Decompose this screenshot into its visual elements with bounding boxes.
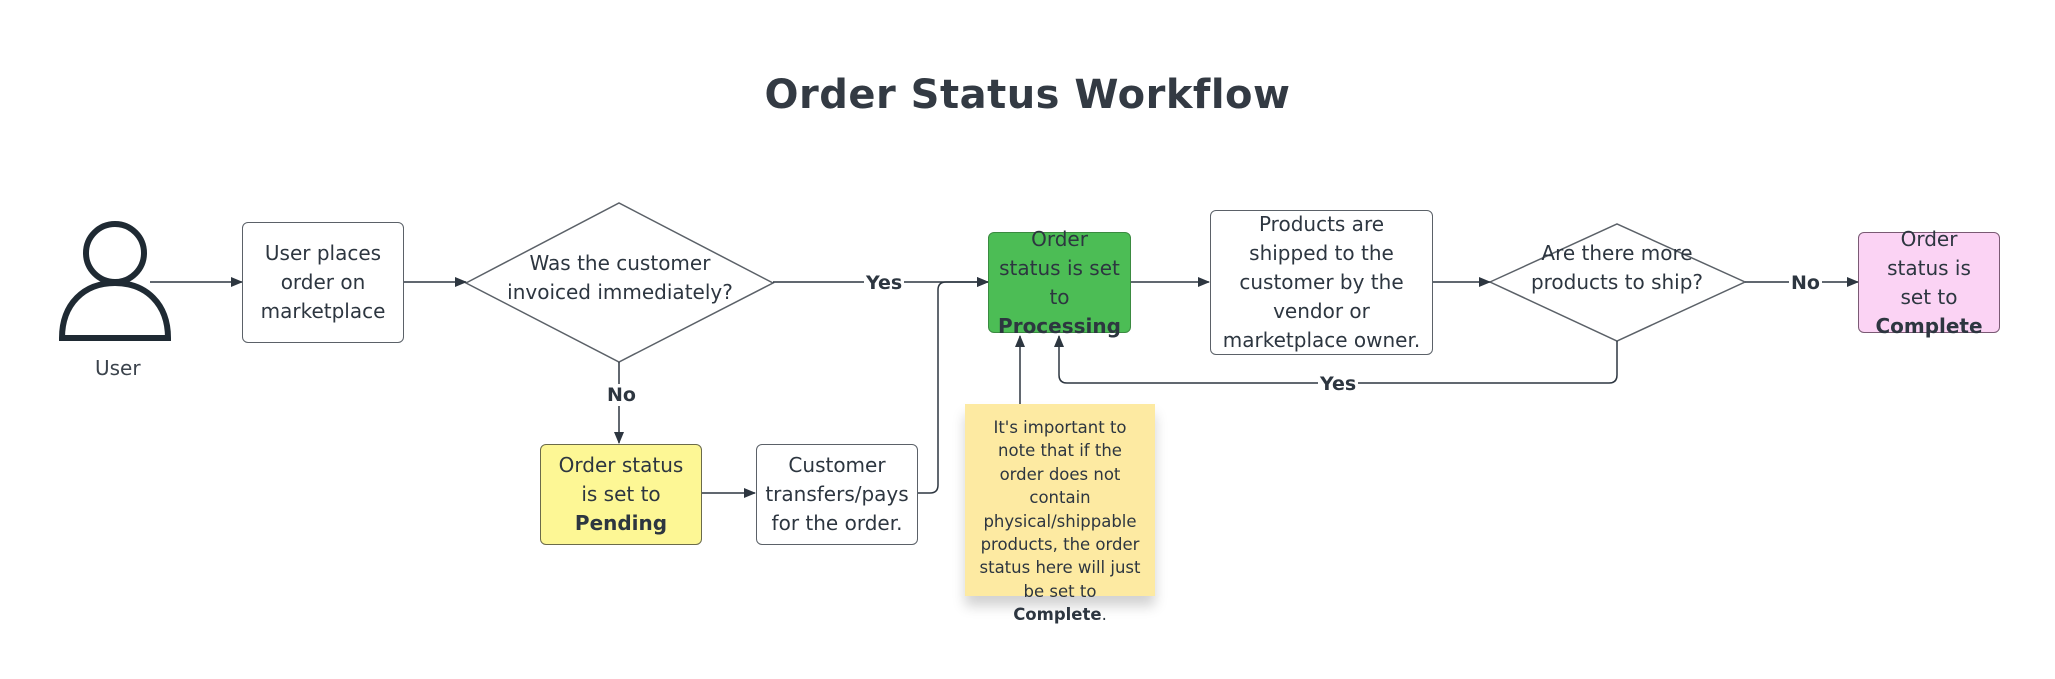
complete-prefix: Order status is set to <box>1887 226 1971 309</box>
edge-label-invoiced-yes: Yes <box>864 272 905 294</box>
invoiced-question-text: Was the customer invoiced immediately? <box>507 251 733 304</box>
note-status-text: Complete <box>1013 605 1102 625</box>
edge-label-more-yes: Yes <box>1318 373 1359 395</box>
processing-status-text: Processing <box>998 313 1121 338</box>
pending-prefix: Order status is set to <box>558 453 684 506</box>
pending-status-box: Order status is set to Pending <box>540 444 702 545</box>
processing-status-box: Order status is set to Processing <box>988 227 1131 338</box>
edge-label-invoiced-no: No <box>605 384 638 406</box>
pending-status-text: Pending <box>574 511 668 535</box>
sticky-note: It's important to note that if the order… <box>965 404 1155 624</box>
customer-pays-text: Customer transfers/pays for the order. <box>765 453 909 535</box>
complete-status-box: Order status is set to Complete <box>1858 227 2000 338</box>
user-icon <box>58 221 172 341</box>
edge-customer-pays-to-processing <box>918 277 989 494</box>
user-label: User <box>95 356 141 380</box>
diagram-title: Order Status Workflow <box>764 72 1291 118</box>
note-text: It's important to note that if the order… <box>979 418 1141 601</box>
complete-status-text: Complete <box>1875 313 1983 338</box>
processing-prefix: Order status is set to <box>999 226 1120 309</box>
edge-label-more-no: No <box>1789 272 1822 294</box>
invoiced-decision-diamond <box>464 202 775 363</box>
place-order-text: User places order on marketplace <box>260 241 386 323</box>
customer-pays-box: Customer transfers/pays for the order. <box>756 444 918 545</box>
place-order-box: User places order on marketplace <box>242 222 404 343</box>
shipped-text: Products are shipped to the customer by … <box>1222 212 1421 352</box>
shipped-box: Products are shipped to the customer by … <box>1210 210 1433 355</box>
more-products-question-text: Are there more products to ship? <box>1530 241 1704 294</box>
note-suffix: . <box>1101 605 1107 625</box>
